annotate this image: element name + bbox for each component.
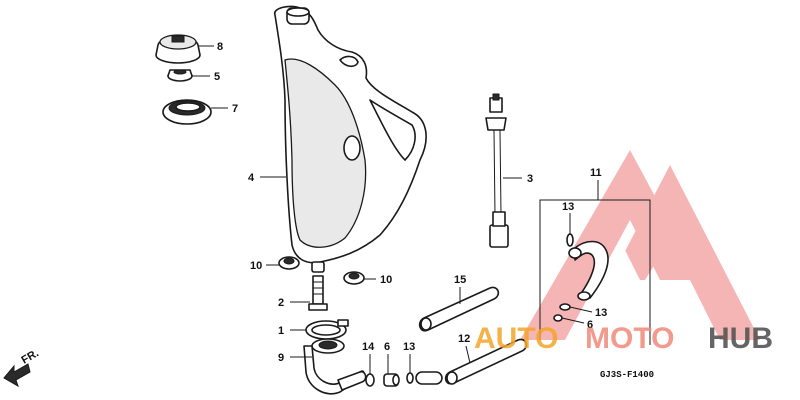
clip-14 (365, 373, 375, 387)
hose-short (415, 371, 443, 385)
breather-assembly (539, 199, 651, 345)
hose-15 (418, 286, 500, 332)
callout-14: 14 (362, 341, 375, 353)
callout-13-bottom: 13 (403, 341, 415, 353)
hose-12 (444, 338, 528, 385)
fuel-cap (155, 34, 201, 64)
leader-lines (192, 45, 599, 374)
callout-1: 1 (278, 325, 284, 337)
callout-labels: 8 5 7 4 3 11 13 13 6 10 10 15 2 1 9 14 6… (214, 41, 607, 364)
fuel-strainer (308, 275, 328, 311)
callout-9: 9 (278, 352, 284, 364)
watermark-logo (520, 150, 760, 340)
clamp-6 (383, 373, 400, 387)
callout-11: 11 (590, 167, 602, 179)
callout-6-left: 6 (384, 341, 390, 353)
callout-12: 12 (458, 333, 470, 345)
front-arrow-icon (3, 363, 31, 388)
callout-8: 8 (217, 41, 223, 53)
watermark-moto: MOTO (585, 322, 674, 355)
fuel-joint (303, 338, 367, 395)
watermark-auto: AUTO (474, 322, 558, 355)
callout-7: 7 (232, 103, 238, 115)
callout-2: 2 (278, 297, 284, 309)
callout-10-right: 10 (380, 274, 392, 286)
watermark-hub: HUB (708, 322, 773, 355)
callout-3: 3 (527, 173, 533, 185)
fuel-tank (274, 5, 427, 273)
front-marker: FR. (20, 347, 41, 366)
cap-gasket (167, 69, 193, 82)
callout-6-right: 6 (587, 319, 593, 331)
callout-13-upper: 13 (562, 201, 574, 213)
drawing-code: GJ3S-F1400 (600, 370, 654, 380)
grommet-right (343, 271, 365, 285)
callout-4: 4 (248, 172, 255, 184)
seal-ring (162, 99, 212, 125)
o-ring (305, 319, 349, 340)
clip-13 (406, 372, 414, 384)
grommet-left (278, 256, 300, 270)
callout-5: 5 (214, 71, 220, 83)
callout-15: 15 (454, 274, 466, 286)
callout-13-lower: 13 (595, 307, 607, 319)
fuel-sender (485, 93, 509, 248)
watermark-text: AUTO MOTO HUB (474, 322, 773, 355)
callout-10-left: 10 (250, 260, 262, 272)
